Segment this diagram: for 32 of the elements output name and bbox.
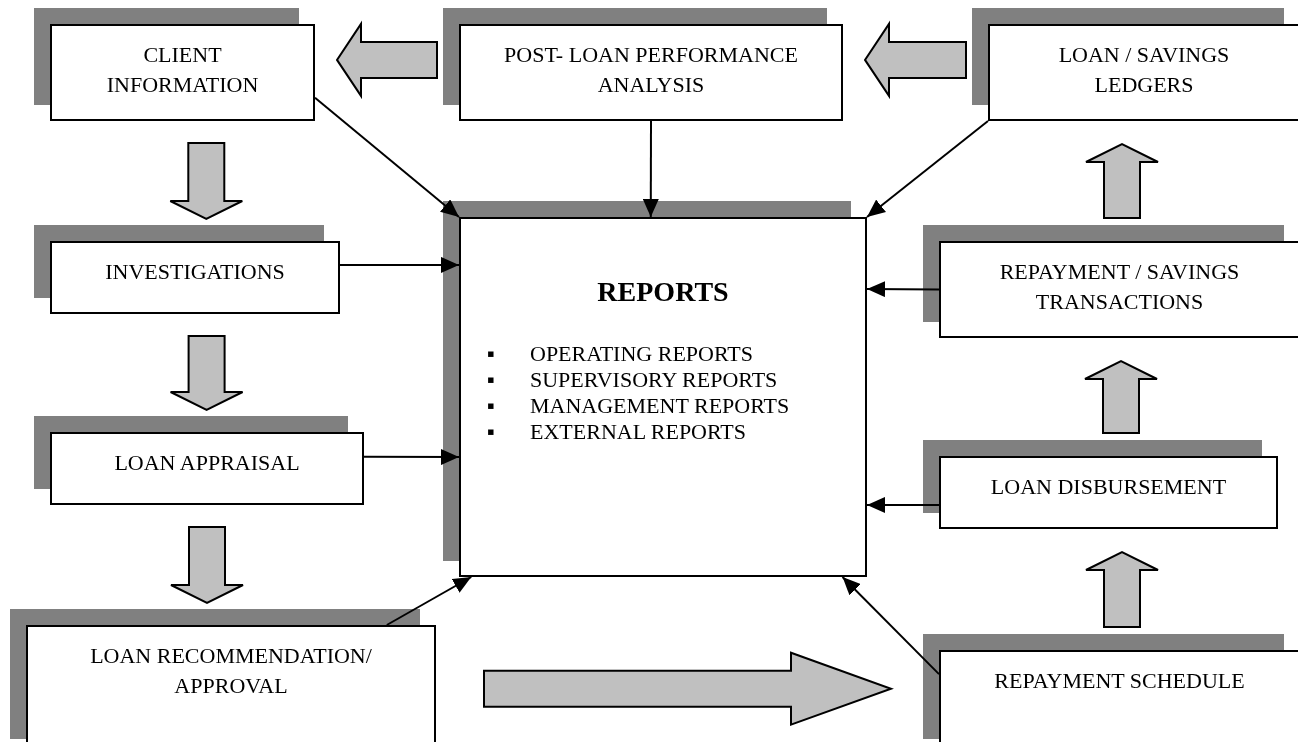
- arrow: [385, 576, 473, 626]
- box-label: LOAN RECOMMENDATION/ APPROVAL: [89, 642, 373, 700]
- block-arrow: [1085, 550, 1159, 628]
- box-label: CLIENT INFORMATION: [105, 41, 260, 99]
- arrow: [866, 120, 989, 218]
- arrow: [866, 281, 940, 298]
- list-item: ▪ MANAGEMENT REPORTS: [487, 393, 791, 419]
- box-label: POST- LOAN PERFORMANCE ANALYSIS: [503, 41, 799, 99]
- list-item: ▪ OPERATING REPORTS: [487, 341, 754, 367]
- block-arrow: [170, 526, 244, 605]
- arrow: [363, 449, 460, 466]
- block-arrow: [1085, 142, 1159, 219]
- block-arrow: [169, 142, 244, 221]
- arrow: [841, 576, 940, 676]
- list-item: ▪ EXTERNAL REPORTS: [487, 419, 748, 445]
- block-arrow: [1084, 359, 1158, 434]
- block-arrow: [169, 335, 244, 412]
- arrow: [866, 497, 940, 513]
- box-label: REPAYMENT SCHEDULE: [993, 667, 1246, 695]
- box-heading: REPORTS: [596, 275, 730, 309]
- box-label: LOAN DISBURSEMENT: [989, 473, 1228, 501]
- arrow: [339, 256, 460, 273]
- box-label: LOAN / SAVINGS LEDGERS: [1057, 41, 1231, 99]
- box-label: REPAYMENT / SAVINGS TRANSACTIONS: [998, 258, 1241, 316]
- box-label: INVESTIGATIONS: [104, 258, 286, 286]
- block-arrow: [483, 651, 894, 727]
- arrow: [642, 120, 659, 218]
- arrow: [314, 96, 460, 218]
- block-arrow: [863, 20, 967, 100]
- list-item: ▪ SUPERVISORY REPORTS: [487, 367, 779, 393]
- box-label: LOAN APPRAISAL: [113, 449, 301, 477]
- block-arrow: [335, 20, 438, 100]
